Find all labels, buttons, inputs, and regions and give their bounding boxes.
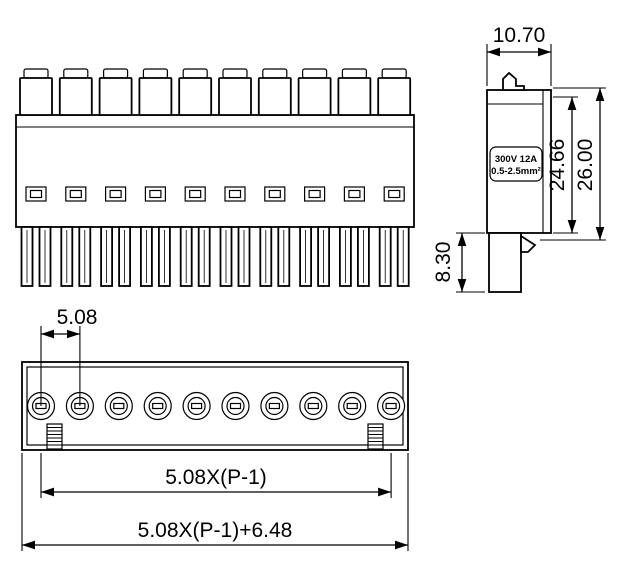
front-view bbox=[15, 68, 415, 287]
side-view-side-hook bbox=[520, 234, 537, 253]
side-view-plug-shaft bbox=[488, 232, 522, 293]
dimension-10-70: 10.70 bbox=[486, 24, 552, 86]
front-view-contact-pins bbox=[20, 226, 410, 287]
dimension-total-text: 5.08X(P-1)+6.48 bbox=[138, 519, 293, 542]
dimension-8-30-text: 8.30 bbox=[432, 242, 455, 283]
dimension-pitch-text: 5.08 bbox=[57, 306, 98, 329]
rating-label-box: 300V 12A 0.5-2.5mm² bbox=[489, 146, 543, 182]
dimension-span: 5.08X(P-1) bbox=[40, 453, 392, 498]
side-view-top-latch bbox=[502, 71, 525, 91]
dimension-26-00-text: 26.00 bbox=[574, 139, 597, 192]
rating-label-line2: 0.5-2.5mm² bbox=[491, 166, 541, 177]
side-view: 300V 12A 0.5-2.5mm² bbox=[486, 71, 552, 293]
front-view-clamp-buttons bbox=[19, 68, 412, 116]
dimension-total: 5.08X(P-1)+6.48 bbox=[21, 453, 409, 551]
dimension-10-70-text: 10.70 bbox=[493, 24, 546, 47]
dimension-span-text: 5.08X(P-1) bbox=[165, 466, 267, 489]
dimension-8-30: 8.30 bbox=[432, 232, 485, 293]
front-view-housing bbox=[15, 114, 415, 228]
rating-label-line1: 300V 12A bbox=[495, 154, 537, 165]
dimension-26-00: 26.00 bbox=[540, 87, 606, 241]
dimension-24-66-text: 24.66 bbox=[546, 139, 569, 192]
bottom-view bbox=[21, 361, 409, 451]
dimension-pitch-5-08: 5.08 bbox=[40, 306, 98, 406]
dimension-24-66: 24.66 bbox=[546, 96, 578, 234]
